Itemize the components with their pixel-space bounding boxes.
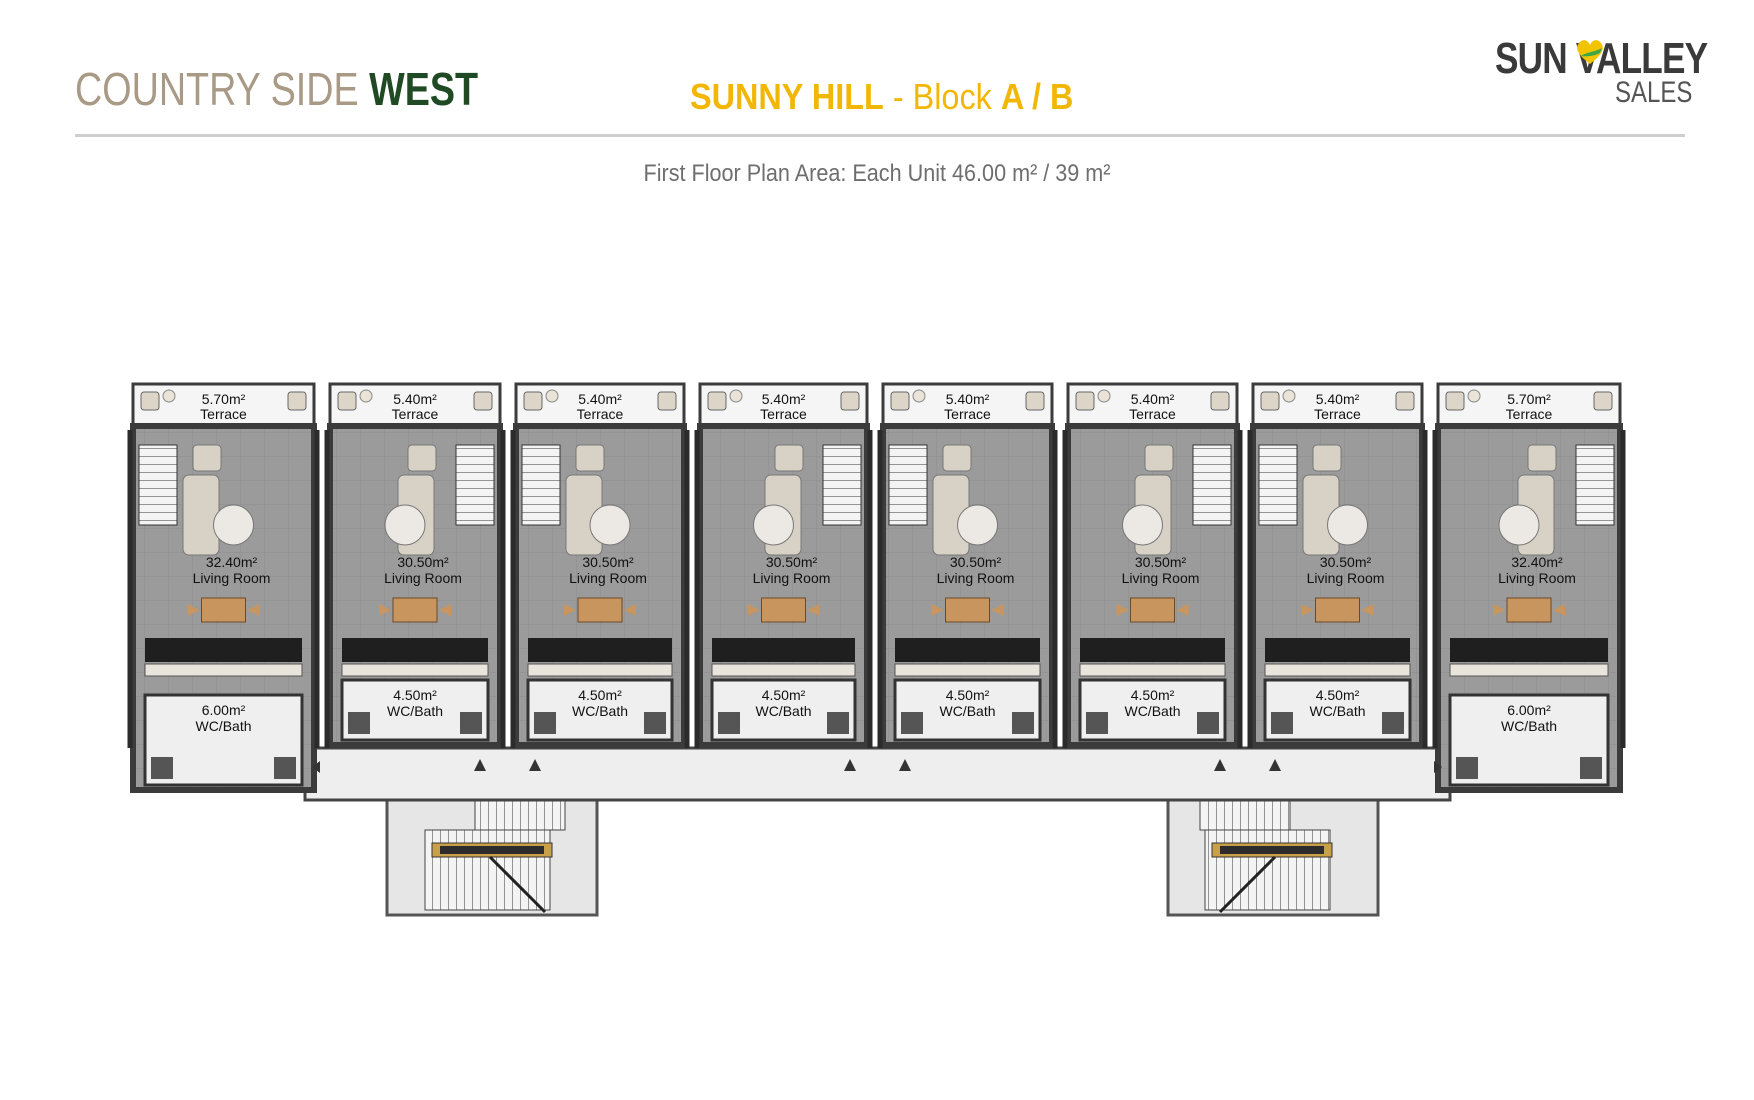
terrace-area-label: 5.70m² — [202, 391, 246, 407]
header-divider — [75, 134, 1685, 137]
terrace-area-label: 5.70m² — [1507, 391, 1551, 407]
living-area-label: 30.50m² — [1135, 554, 1187, 570]
brand-title-bold: WEST — [369, 63, 479, 115]
living-room-label: Living Room — [384, 570, 462, 586]
living-room-label: Living Room — [937, 570, 1015, 586]
living-area-label: 30.50m² — [1320, 554, 1372, 570]
living-room-label: Living Room — [193, 570, 271, 586]
bath-area-label: 6.00m² — [1507, 702, 1551, 718]
terrace-label: Terrace — [1129, 406, 1176, 422]
corridor-arrows — [312, 759, 1442, 773]
living-area-label: 30.50m² — [766, 554, 818, 570]
terrace-label: Terrace — [577, 406, 624, 422]
stairwell-right — [1166, 793, 1380, 917]
living-area-label: 30.50m² — [582, 554, 634, 570]
terrace-label: Terrace — [760, 406, 807, 422]
bath-area-label: 6.00m² — [202, 702, 246, 718]
terrace-area-label: 5.40m² — [578, 391, 622, 407]
bath-area-label: 4.50m² — [1316, 687, 1360, 703]
project-block-prefix: - Block — [883, 76, 1001, 117]
living-room-label: Living Room — [1122, 570, 1200, 586]
terrace-label: Terrace — [200, 406, 247, 422]
corridor — [303, 746, 1452, 802]
terrace-area-label: 5.40m² — [393, 391, 437, 407]
logo-wordmark: SUN VALLEY — [1495, 34, 1708, 83]
bath-label: WC/Bath — [1124, 703, 1180, 719]
terrace-area-label: 5.40m² — [946, 391, 990, 407]
bath-label: WC/Bath — [939, 703, 995, 719]
heart-icon — [1577, 40, 1603, 64]
living-room-label: Living Room — [753, 570, 831, 586]
project-title: SUNNY HILL - Block A / B — [690, 76, 1073, 118]
bath-area-label: 4.50m² — [762, 687, 806, 703]
living-room-label: Living Room — [1498, 570, 1576, 586]
bath-area-label: 4.50m² — [946, 687, 990, 703]
living-area-label: 32.40m² — [206, 554, 258, 570]
living-room-label: Living Room — [1307, 570, 1385, 586]
sunvalley-logo: SUN VALLEY SALES — [1495, 34, 1708, 114]
brand-title-light: COUNTRY SIDE — [75, 63, 359, 115]
living-area-label: 30.50m² — [950, 554, 1002, 570]
terrace-area-label: 5.40m² — [1131, 391, 1175, 407]
logo-subtext: SALES — [1615, 76, 1693, 109]
bath-area-label: 4.50m² — [578, 687, 622, 703]
terrace-label: Terrace — [944, 406, 991, 422]
brand-title: COUNTRY SIDE WEST — [75, 62, 478, 116]
plan-subtitle: First Floor Plan Area: Each Unit 46.00 m… — [643, 160, 1111, 187]
bath-label: WC/Bath — [572, 703, 628, 719]
bath-label: WC/Bath — [387, 703, 443, 719]
terrace-label: Terrace — [1314, 406, 1361, 422]
bath-label: WC/Bath — [1309, 703, 1365, 719]
bath-area-label: 4.50m² — [393, 687, 437, 703]
living-area-label: 32.40m² — [1511, 554, 1563, 570]
bath-label: WC/Bath — [755, 703, 811, 719]
bath-label: WC/Bath — [1501, 718, 1557, 734]
project-blocks: A / B — [1000, 76, 1074, 117]
project-name: SUNNY HILL — [690, 76, 884, 117]
terrace-area-label: 5.40m² — [1316, 391, 1360, 407]
bath-label: WC/Bath — [195, 718, 251, 734]
bath-area-label: 4.50m² — [1131, 687, 1175, 703]
living-room-label: Living Room — [569, 570, 647, 586]
terrace-label: Terrace — [392, 406, 439, 422]
living-area-label: 30.50m² — [397, 554, 449, 570]
terrace-label: Terrace — [1506, 406, 1553, 422]
terrace-area-label: 5.40m² — [762, 391, 806, 407]
stairwell-left — [385, 793, 599, 917]
